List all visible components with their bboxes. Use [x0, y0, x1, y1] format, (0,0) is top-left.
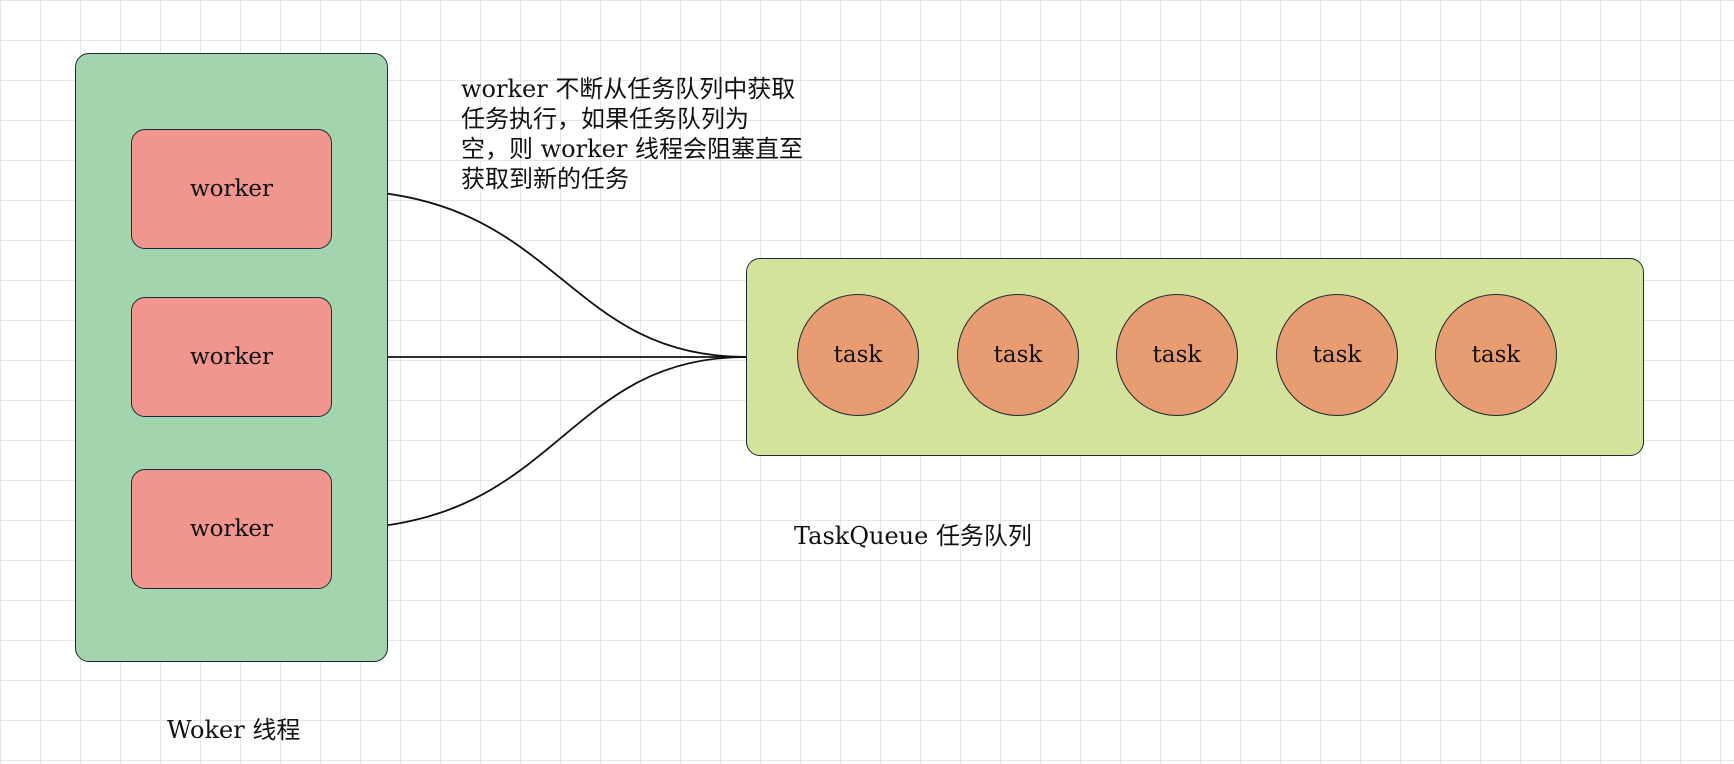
- worker-node-2: worker: [131, 297, 332, 417]
- task-node-label: task: [993, 342, 1043, 368]
- annotation-line-2: 任务执行，如果任务队列为: [461, 105, 749, 133]
- annotation-line-3: 空，则 worker 线程会阻塞直至: [461, 135, 803, 163]
- worker-node-label: worker: [189, 344, 274, 370]
- task-node-label: task: [1471, 342, 1521, 368]
- worker-pool-label: Woker 线程: [167, 716, 301, 744]
- arrow-queue-to-worker-3: [332, 356, 747, 534]
- worker-node-1: worker: [131, 129, 332, 249]
- arrow-queue-to-worker-1: [332, 185, 747, 358]
- task-node-1: task: [797, 294, 919, 416]
- worker-node-label: worker: [189, 176, 274, 202]
- task-node-2: task: [957, 294, 1079, 416]
- worker-node-3: worker: [131, 469, 332, 589]
- task-node-4: task: [1276, 294, 1398, 416]
- task-node-label: task: [1152, 342, 1202, 368]
- task-node-label: task: [1312, 342, 1362, 368]
- annotation-line-1: worker 不断从任务队列中获取: [461, 75, 796, 103]
- worker-node-label: worker: [189, 516, 274, 542]
- annotation-note: worker 不断从任务队列中获取 任务执行，如果任务队列为 空，则 worke…: [461, 74, 821, 194]
- task-queue-label: TaskQueue 任务队列: [794, 522, 1032, 550]
- task-node-label: task: [833, 342, 883, 368]
- task-node-5: task: [1435, 294, 1557, 416]
- annotation-line-4: 获取到新的任务: [461, 165, 629, 193]
- task-node-3: task: [1116, 294, 1238, 416]
